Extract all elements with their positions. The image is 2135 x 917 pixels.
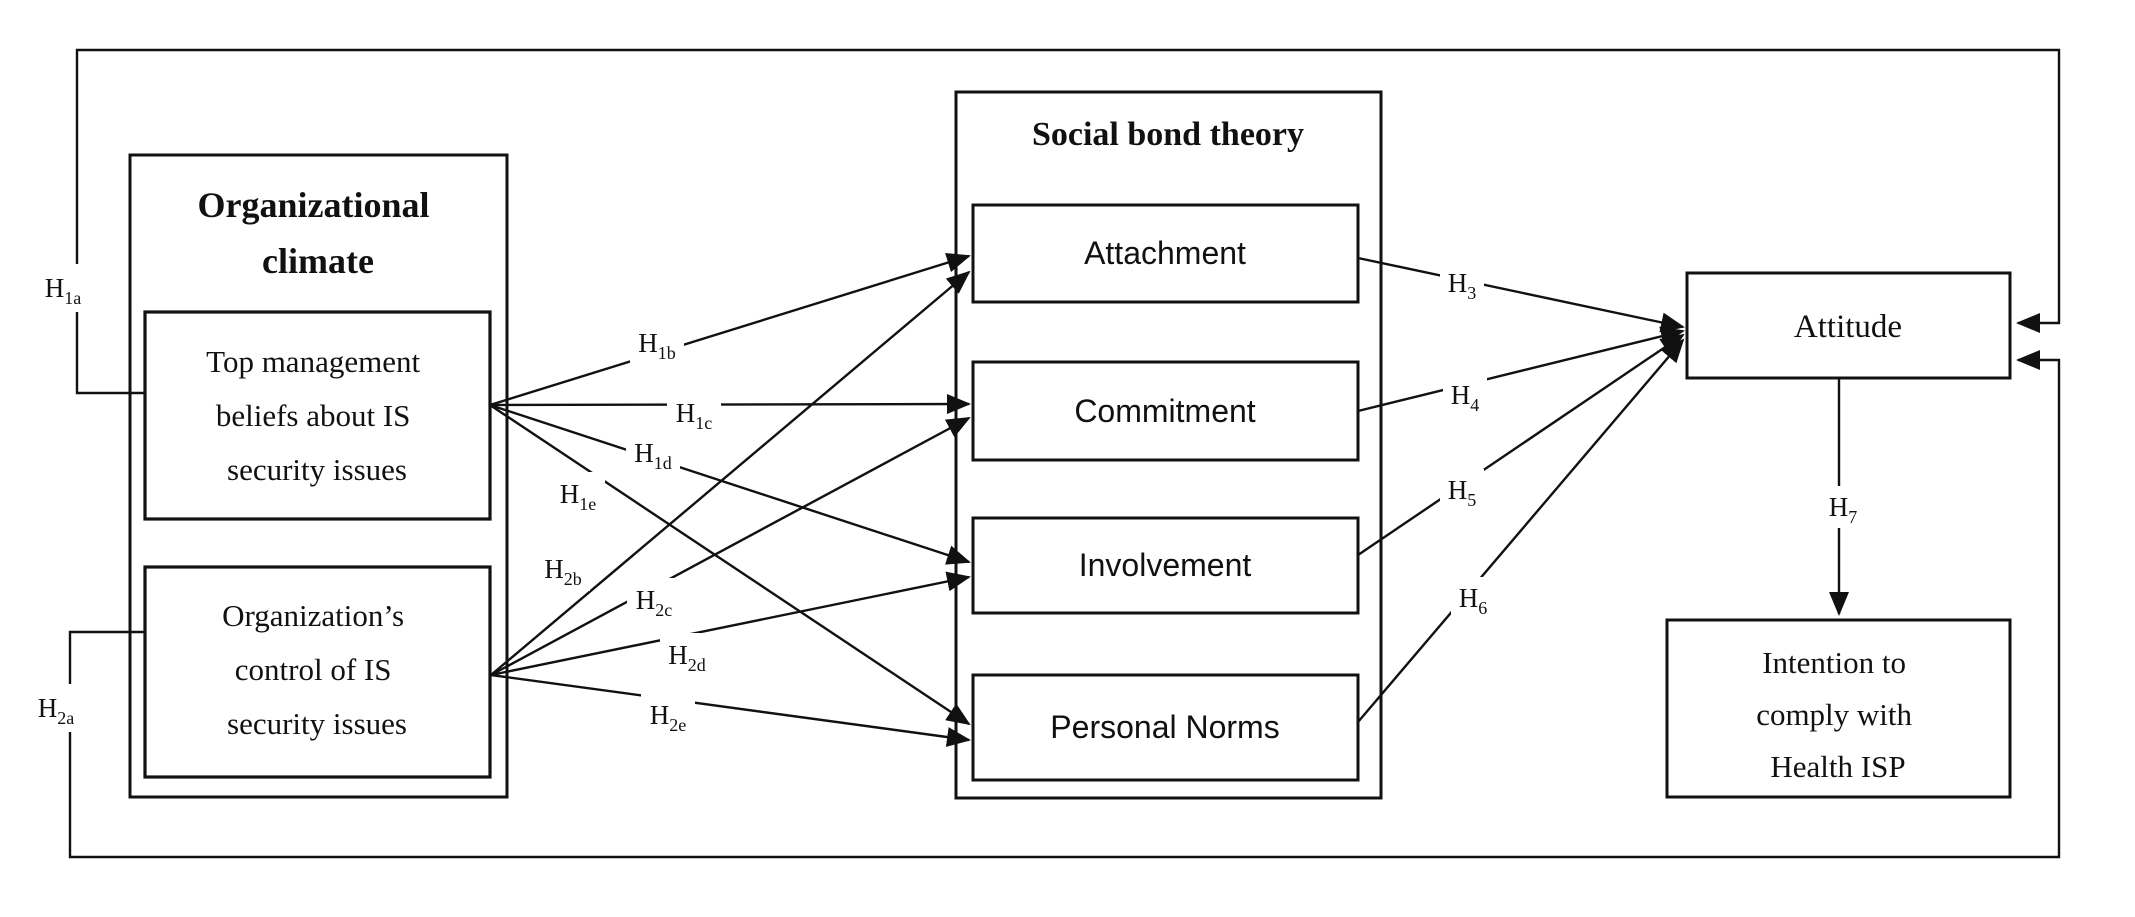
svg-text:H1b: H1b	[638, 328, 676, 363]
arrow-h2d	[490, 571, 971, 677]
social-bond-theory-title: Social bond theory	[1032, 116, 1304, 153]
label-h1c: H1c	[667, 391, 721, 435]
attachment-box	[971, 203, 1360, 304]
svg-text:H7: H7	[1829, 492, 1858, 527]
label-h1b: H1b	[630, 321, 684, 365]
org-control-label: Organization’s control of IS security is…	[222, 598, 412, 741]
label-h7: H7	[1821, 486, 1865, 528]
label-h5: H5	[1440, 469, 1484, 511]
label-h1d: H1d	[626, 431, 680, 475]
label-h1a: H1a	[36, 264, 90, 312]
label-h4: H4	[1443, 374, 1487, 416]
arrow-h2e	[490, 673, 971, 747]
org-control-box	[143, 565, 492, 779]
arrow-h5	[1357, 333, 1685, 556]
svg-text:H2e: H2e	[650, 700, 687, 735]
hypothesis-labels: H1a H2a H1b H1c H1d H1e H2b H2c	[29, 262, 1865, 737]
arrow-h2a-path	[68, 350, 2061, 859]
arrow-h2c	[490, 416, 971, 677]
label-h1e: H1e	[551, 472, 605, 516]
label-h6: H6	[1451, 577, 1495, 619]
svg-text:H2c: H2c	[636, 585, 673, 620]
label-h2a: H2a	[29, 684, 83, 732]
svg-text:H2d: H2d	[668, 640, 706, 675]
label-h2d: H2d	[660, 633, 714, 677]
involvement-box	[971, 516, 1360, 615]
commitment-box	[971, 360, 1360, 462]
svg-text:H1c: H1c	[676, 398, 713, 433]
arrow-h2b	[490, 270, 971, 676]
svg-text:H2a: H2a	[38, 693, 75, 728]
involvement-label: Involvement	[1079, 547, 1252, 583]
intention-box	[1665, 618, 2012, 799]
top-management-label: Top management beliefs about IS security…	[206, 344, 428, 487]
svg-text:H6: H6	[1459, 583, 1488, 618]
intention-label: Intention to comply with Health ISP	[1756, 645, 1920, 784]
label-h2b: H2b	[536, 547, 590, 591]
label-h2c: H2c	[627, 578, 681, 622]
svg-text:H2b: H2b	[544, 554, 582, 589]
top-management-box	[143, 310, 492, 521]
svg-text:H1d: H1d	[634, 438, 672, 473]
org-climate-title: Organizational climate	[198, 185, 439, 281]
arrow-h1d	[489, 403, 971, 565]
svg-text:H4: H4	[1451, 380, 1480, 415]
arrow-h4	[1357, 326, 1685, 413]
personal-norms-box	[971, 673, 1360, 782]
svg-text:H1a: H1a	[45, 273, 82, 308]
arrow-h1a-path	[75, 48, 2061, 395]
attachment-label: Attachment	[1084, 235, 1246, 271]
svg-text:H1e: H1e	[560, 479, 597, 514]
svg-text:H5: H5	[1448, 475, 1477, 510]
arrow-h6	[1357, 338, 1685, 723]
svg-text:H3: H3	[1448, 268, 1477, 303]
attitude-label: Attitude	[1794, 309, 1902, 345]
arrow-h1c	[489, 394, 971, 415]
arrow-h1e	[489, 404, 971, 726]
arrow-h3	[1357, 256, 1685, 333]
personal-norms-label: Personal Norms	[1050, 709, 1279, 745]
arrow-h1b	[489, 252, 971, 407]
attitude-box	[1685, 271, 2012, 380]
commitment-label: Commitment	[1074, 393, 1255, 429]
label-h2e: H2e	[641, 693, 695, 737]
label-h3: H3	[1440, 262, 1484, 304]
